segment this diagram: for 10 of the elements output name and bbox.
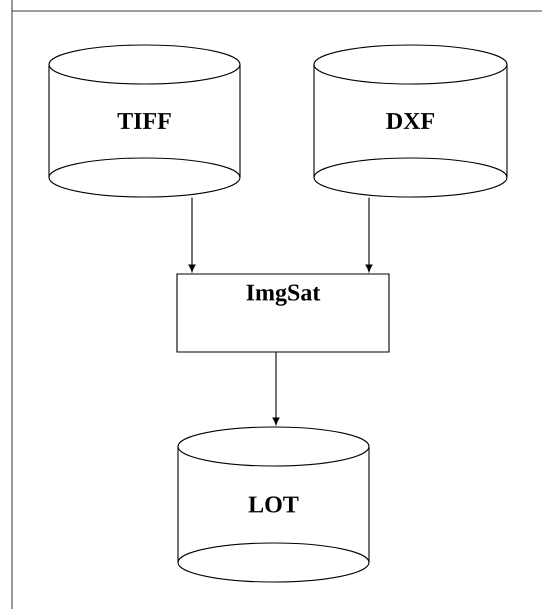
storage-cylinder: TIFF xyxy=(48,44,241,198)
storage-cylinder: DXF xyxy=(313,44,508,198)
process-box: ImgSat xyxy=(176,273,390,353)
node-label: DXF xyxy=(386,113,434,129)
arrow xyxy=(188,198,196,272)
node-label: TIFF xyxy=(118,113,171,129)
arrow xyxy=(366,198,372,272)
storage-cylinder: LOT xyxy=(177,426,370,583)
node-label: LOT xyxy=(248,496,298,513)
arrow xyxy=(272,352,280,426)
